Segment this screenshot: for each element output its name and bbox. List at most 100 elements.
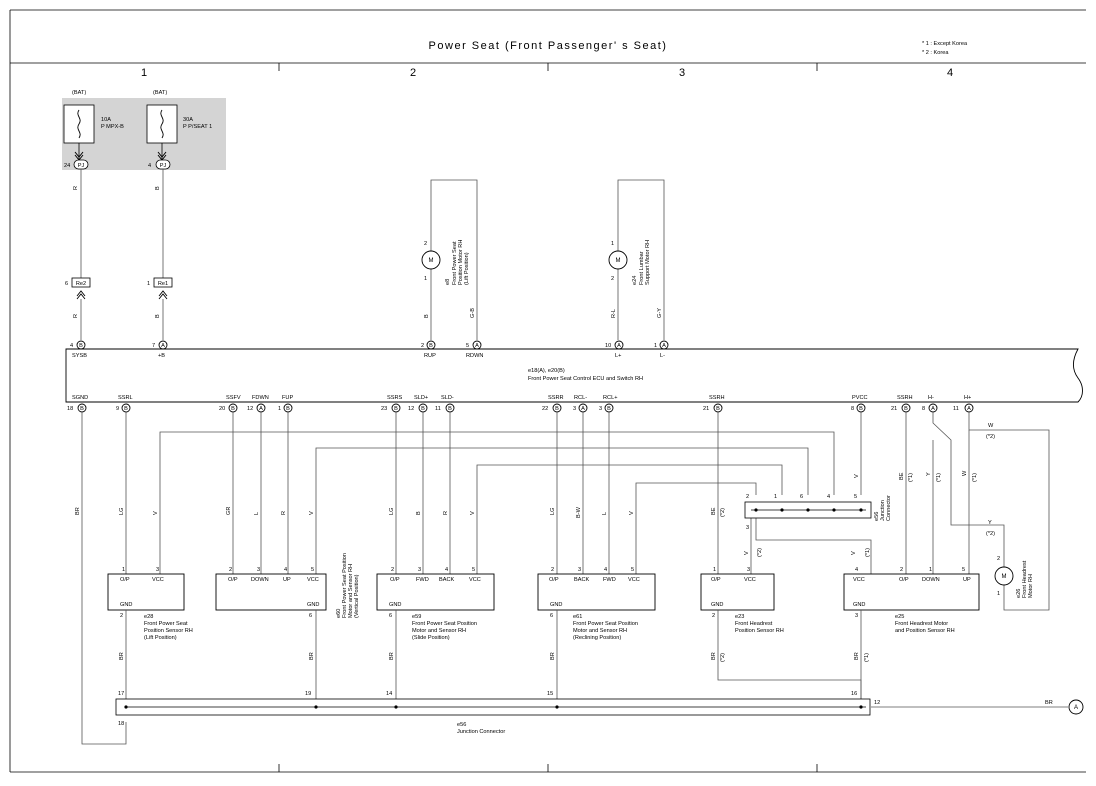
svg-text:GND: GND — [853, 602, 865, 608]
svg-text:5: 5 — [466, 343, 469, 349]
svg-text:14: 14 — [386, 691, 392, 697]
svg-text:M: M — [1002, 574, 1007, 580]
svg-text:1: 1 — [278, 406, 281, 412]
svg-text:12: 12 — [874, 700, 880, 706]
svg-text:e60: e60 — [336, 609, 342, 618]
svg-text:(*1): (*1) — [972, 473, 978, 482]
svg-text:6: 6 — [800, 494, 803, 500]
svg-text:LG: LG — [389, 508, 395, 515]
svg-text:A: A — [1074, 705, 1078, 711]
svg-text:4: 4 — [827, 494, 830, 500]
svg-text:1: 1 — [713, 567, 716, 573]
svg-text:Front Power Seat Position: Front Power Seat Position — [412, 621, 477, 627]
svg-text:V: V — [309, 511, 315, 515]
svg-text:(Vertical Position): (Vertical Position) — [354, 574, 360, 618]
svg-text:5: 5 — [962, 567, 965, 573]
svg-text:PJ: PJ — [78, 163, 85, 169]
svg-text:7: 7 — [152, 343, 155, 349]
svg-text:BR: BR — [711, 652, 717, 660]
svg-text:18: 18 — [67, 406, 73, 412]
note-korea: * 2 : Korea — [922, 50, 949, 56]
svg-text:B: B — [79, 343, 83, 349]
svg-text:12: 12 — [408, 406, 414, 412]
svg-text:8: 8 — [922, 406, 925, 412]
sensor-e61: 2 3 4 5 O/P BACK FWD VCC GND 6 e61 Front… — [537, 567, 656, 641]
svg-text:4: 4 — [70, 343, 73, 349]
svg-text:O/P: O/P — [711, 577, 721, 583]
wire-color: R — [73, 186, 79, 190]
svg-text:19: 19 — [305, 691, 311, 697]
svg-text:e18(A), e20(B): e18(A), e20(B) — [528, 368, 565, 374]
ground-wires: BR BR BR BR BR (*2) BR (*1) BR — [119, 610, 1068, 708]
svg-text:(*2): (*2) — [757, 548, 763, 557]
svg-text:12: 12 — [247, 406, 253, 412]
svg-text:(Slide Position): (Slide Position) — [412, 635, 450, 641]
svg-text:GND: GND — [389, 602, 401, 608]
svg-text:Front Headrest: Front Headrest — [735, 621, 773, 627]
svg-text:GND: GND — [711, 602, 723, 608]
svg-text:e25: e25 — [895, 614, 904, 620]
wire-color: B — [424, 314, 430, 318]
svg-text:P MPX-B: P MPX-B — [101, 124, 124, 130]
svg-text:B: B — [124, 406, 128, 412]
svg-text:L: L — [602, 512, 608, 515]
relay-re1: 1 Re1 — [147, 277, 173, 300]
svg-text:O/P: O/P — [549, 577, 559, 583]
svg-text:Front Headrest: Front Headrest — [1022, 560, 1028, 598]
svg-text:BR: BR — [1045, 700, 1053, 706]
svg-text:4: 4 — [148, 163, 151, 169]
svg-text:BR: BR — [550, 652, 556, 660]
svg-text:VCC: VCC — [744, 577, 756, 583]
svg-text:Position Motor RH: Position Motor RH — [458, 240, 464, 285]
svg-text:M: M — [616, 258, 621, 264]
svg-text:Front Power Seat Position: Front Power Seat Position — [342, 553, 348, 618]
svg-text:5: 5 — [854, 494, 857, 500]
svg-text:2: 2 — [900, 567, 903, 573]
svg-text:B: B — [555, 406, 559, 412]
diagram-title: Power Seat (Front Passenger' s Seat) — [429, 40, 668, 52]
wire-color: B — [155, 186, 161, 190]
svg-text:Front Lumbar: Front Lumbar — [639, 251, 645, 285]
svg-text:A: A — [259, 406, 263, 412]
svg-text:RCL-: RCL- — [574, 395, 587, 401]
svg-text:A: A — [931, 406, 935, 412]
svg-text:2: 2 — [229, 567, 232, 573]
svg-text:Y: Y — [988, 520, 992, 526]
svg-text:21: 21 — [703, 406, 709, 412]
svg-text:3: 3 — [855, 613, 858, 619]
svg-text:RDWN: RDWN — [466, 353, 483, 359]
svg-text:M: M — [429, 258, 434, 264]
svg-text:e23: e23 — [735, 614, 744, 620]
svg-text:PVCC: PVCC — [852, 395, 868, 401]
svg-text:1: 1 — [424, 276, 427, 282]
svg-text:2: 2 — [997, 556, 1000, 562]
svg-text:L+: L+ — [615, 353, 621, 359]
svg-text:11: 11 — [435, 406, 441, 412]
svg-text:V: V — [854, 474, 860, 478]
svg-text:21: 21 — [891, 406, 897, 412]
svg-text:P P/SEAT 1: P P/SEAT 1 — [183, 124, 212, 130]
svg-text:Position Sensor RH: Position Sensor RH — [735, 628, 784, 634]
svg-text:2: 2 — [551, 567, 554, 573]
motor-e24: M 1 2 e24 Front Lumbar Support Motor RH — [608, 179, 665, 340]
svg-text:(Reclining Position): (Reclining Position) — [573, 635, 621, 641]
svg-text:H-: H- — [928, 395, 934, 401]
svg-text:(*1): (*1) — [865, 548, 871, 557]
svg-text:4: 4 — [445, 567, 448, 573]
svg-text:1: 1 — [611, 241, 614, 247]
svg-text:B: B — [448, 406, 452, 412]
svg-text:FUP: FUP — [282, 395, 293, 401]
wire-color: R-L — [611, 309, 617, 318]
sensor-e59: 2 3 4 5 O/P FWD BACK VCC GND 6 e59 Front… — [376, 567, 495, 641]
svg-text:A: A — [967, 406, 971, 412]
svg-text:SLD+: SLD+ — [414, 395, 428, 401]
ground-reference: A — [1068, 699, 1084, 715]
svg-text:and Position Sensor RH: and Position Sensor RH — [895, 628, 955, 634]
svg-text:20: 20 — [219, 406, 225, 412]
svg-text:R: R — [281, 511, 287, 515]
